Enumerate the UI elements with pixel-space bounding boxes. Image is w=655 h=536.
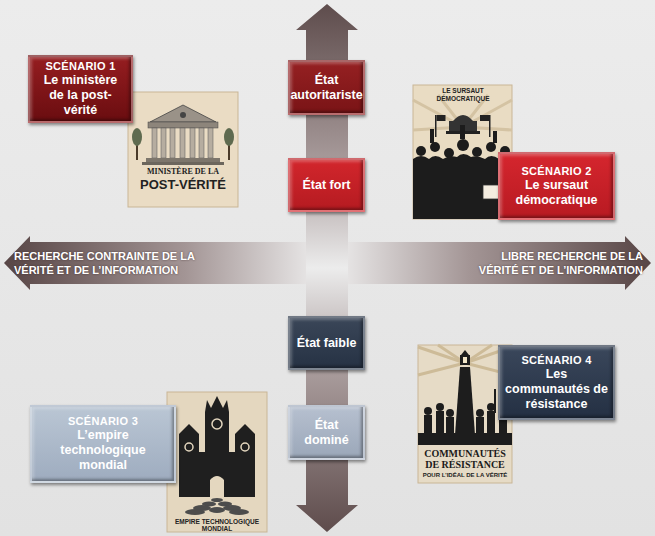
ministry-illustration [128, 92, 238, 207]
scenario-title: Le ministère de la post-vérité [35, 73, 126, 118]
scenario-number: SCÉNARIO 4 [521, 354, 591, 366]
axis-label: RECHERCHE CONTRAINTE DE LA VÉRITÉ ET DE … [14, 249, 199, 277]
illustration-title: POST-VÉRITÉ [130, 177, 236, 192]
scenario-number: SCÉNARIO 1 [45, 60, 115, 72]
state-label: État autoritariste [290, 73, 362, 103]
scenario-title: L’empire technologique mondial [37, 428, 169, 473]
scenario-number: SCÉNARIO 3 [68, 415, 138, 427]
illustration-text: MINISTÈRE DE LA [130, 167, 236, 176]
axis-label: LIBRE RECHERCHE DE LA VÉRITÉ ET DE L’INF… [463, 249, 643, 277]
tech-empire-illustration [167, 392, 267, 532]
scenario-number: SCÉNARIO 2 [521, 165, 591, 177]
illustration-text: POUR L’IDÉAL DE LA VÉRITÉ [420, 472, 510, 479]
scenario-box: SCÉNARIO 2Le sursaut démocratique [498, 152, 615, 220]
state-box: État autoritariste [288, 60, 365, 115]
scenario-box: SCÉNARIO 1Le ministère de la post-vérité [28, 55, 133, 123]
scenario-title: Le sursaut démocratique [505, 178, 608, 208]
state-label: État fort [303, 178, 351, 193]
illustration-text: LE SURSAUT DÉMOCRATIQUE [415, 87, 511, 103]
state-label: État faible [297, 336, 357, 351]
scenario-title: Les communautés de résistance [505, 367, 608, 412]
scenario-box: SCÉNARIO 4Les communautés de résistance [498, 345, 615, 420]
state-box: État dominé [288, 405, 365, 460]
scenario-box: SCÉNARIO 3L’empire technologique mondial [30, 405, 176, 483]
illustration-text: EMPIRE TECHNOLOGIQUE MONDIAL [169, 518, 265, 532]
state-label: État dominé [295, 418, 358, 448]
state-box: État faible [288, 316, 365, 370]
illustration-title: COMMUNAUTÉS DE RÉSISTANCE [420, 448, 510, 470]
state-box: État fort [288, 158, 365, 212]
